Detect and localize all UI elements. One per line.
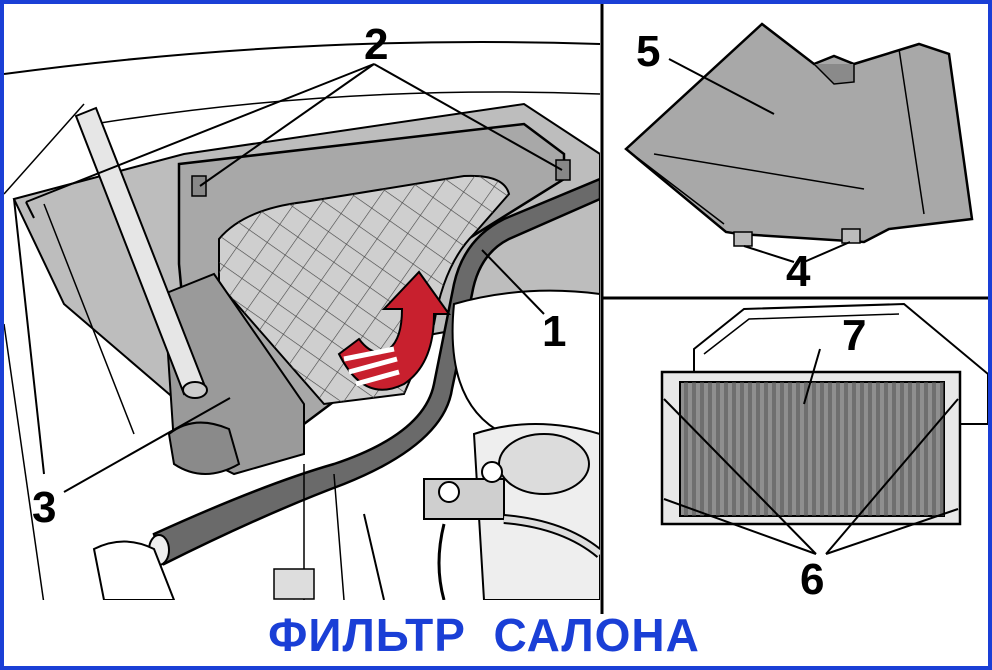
housing-cover-detail	[624, 22, 974, 263]
callout-2: 2	[364, 20, 388, 69]
callout-1: 1	[542, 307, 566, 356]
callout-7: 7	[842, 311, 866, 360]
retaining-clip-left	[191, 175, 207, 197]
intake-duct	[498, 433, 590, 495]
leader-lines-main	[25, 63, 563, 493]
callout-6: 6	[800, 555, 824, 604]
sensor-block	[423, 478, 505, 520]
callout-5: 5	[636, 27, 660, 76]
cabin-filter-diagram: 2 1 3 5 4 7 6	[4, 4, 988, 614]
rubber-seal-strip	[152, 177, 600, 566]
engine-cover	[451, 289, 600, 456]
housing-cover-part	[624, 22, 974, 244]
engine-bay-scene	[4, 41, 600, 600]
retaining-clip-right	[555, 159, 571, 181]
callout-4: 4	[786, 247, 811, 296]
cover-tab-left	[733, 231, 753, 247]
filter-element-detail	[660, 302, 988, 555]
curved-removal-arrow-icon	[337, 270, 451, 391]
cover-tab-right	[841, 228, 861, 244]
diagram-caption: ФИЛЬТР САЛОНА	[268, 609, 700, 661]
callout-3: 3	[32, 483, 56, 532]
